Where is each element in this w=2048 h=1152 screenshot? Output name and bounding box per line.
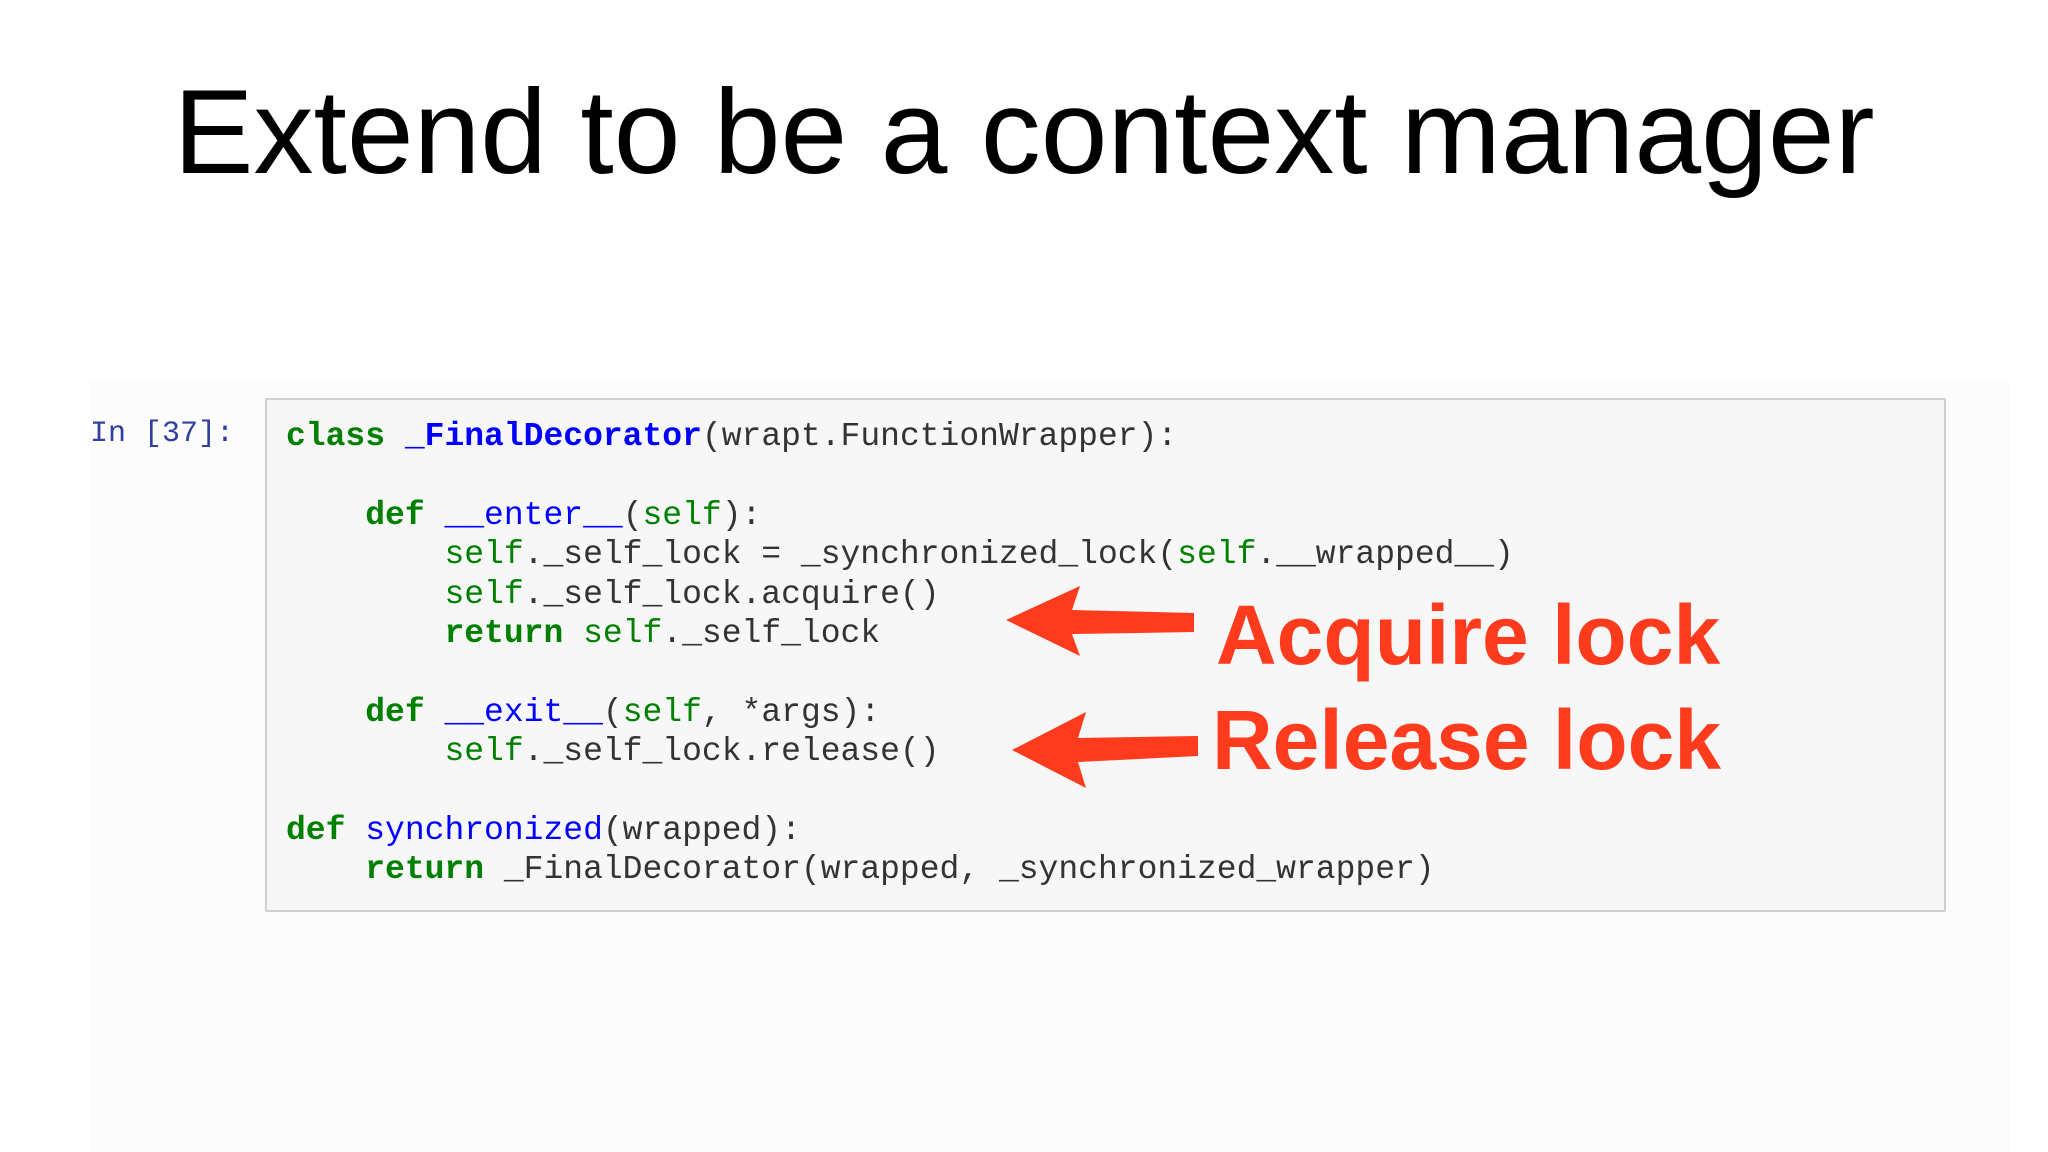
- keyword-return: return: [444, 615, 564, 653]
- code-line-8: def __exit__(self, *args):: [286, 694, 880, 731]
- return-expression: _FinalDecorator(wrapped, _synchronized_w…: [503, 851, 1435, 889]
- code-line-12: return _FinalDecorator(wrapped, _synchro…: [286, 851, 1435, 889]
- function-name: synchronized: [365, 812, 603, 850]
- arrow-left-icon: [1012, 712, 1198, 788]
- return-lock: ._self_lock: [662, 615, 881, 653]
- code-cell[interactable]: class _FinalDecorator(wrapt.FunctionWrap…: [265, 398, 1946, 912]
- class-name: _FinalDecorator: [404, 418, 702, 455]
- self-ref: self: [1177, 536, 1257, 574]
- code-line-4: self._self_lock = _synchronized_lock(sel…: [286, 536, 1514, 574]
- cell-prompt: In [37]:: [90, 417, 235, 451]
- code-line-5: self._self_lock.acquire(): [286, 575, 940, 613]
- annotation-release-lock: Release lock: [1212, 693, 1722, 787]
- args-param: , *args):: [701, 693, 881, 731]
- code-line-3: def __enter__(self):: [286, 497, 761, 534]
- lock-assign: ._self_lock = _synchronized_lock(: [523, 536, 1178, 574]
- release-call: ._self_lock.release(): [523, 733, 940, 771]
- self-ref: self: [444, 733, 524, 771]
- wrapped-ref: .__wrapped__): [1256, 536, 1514, 574]
- method-name-enter: __enter__: [444, 496, 623, 534]
- method-name-exit: __exit__: [444, 693, 603, 731]
- keyword-class: class: [286, 418, 386, 455]
- paren: (: [622, 496, 643, 534]
- function-params: (wrapped):: [602, 812, 801, 850]
- self-param: self: [622, 693, 702, 731]
- paren: (: [602, 693, 623, 731]
- code-block: class _FinalDecorator(wrapt.FunctionWrap…: [286, 417, 1514, 890]
- self-ref: self: [444, 575, 524, 613]
- code-line-6: return self._self_lock: [286, 615, 880, 652]
- acquire-call: ._self_lock.acquire(): [523, 575, 940, 613]
- arrow-left-icon: [1006, 586, 1194, 656]
- keyword-return: return: [365, 851, 485, 889]
- base-class: (wrapt.FunctionWrapper):: [701, 418, 1178, 455]
- code-line-11: def synchronized(wrapped):: [286, 812, 801, 849]
- self-ref: self: [583, 615, 663, 653]
- slide-title: Extend to be a context manager: [173, 65, 1875, 199]
- self-ref: self: [444, 536, 524, 574]
- keyword-def: def: [286, 812, 346, 850]
- annotation-acquire-lock: Acquire lock: [1216, 588, 1721, 682]
- code-line-1: class _FinalDecorator(wrapt.FunctionWrap…: [286, 418, 1177, 455]
- keyword-def: def: [365, 693, 425, 731]
- code-line-9: self._self_lock.release(): [286, 733, 940, 771]
- paren: ):: [721, 496, 762, 534]
- self-param: self: [642, 496, 722, 534]
- keyword-def: def: [365, 496, 425, 534]
